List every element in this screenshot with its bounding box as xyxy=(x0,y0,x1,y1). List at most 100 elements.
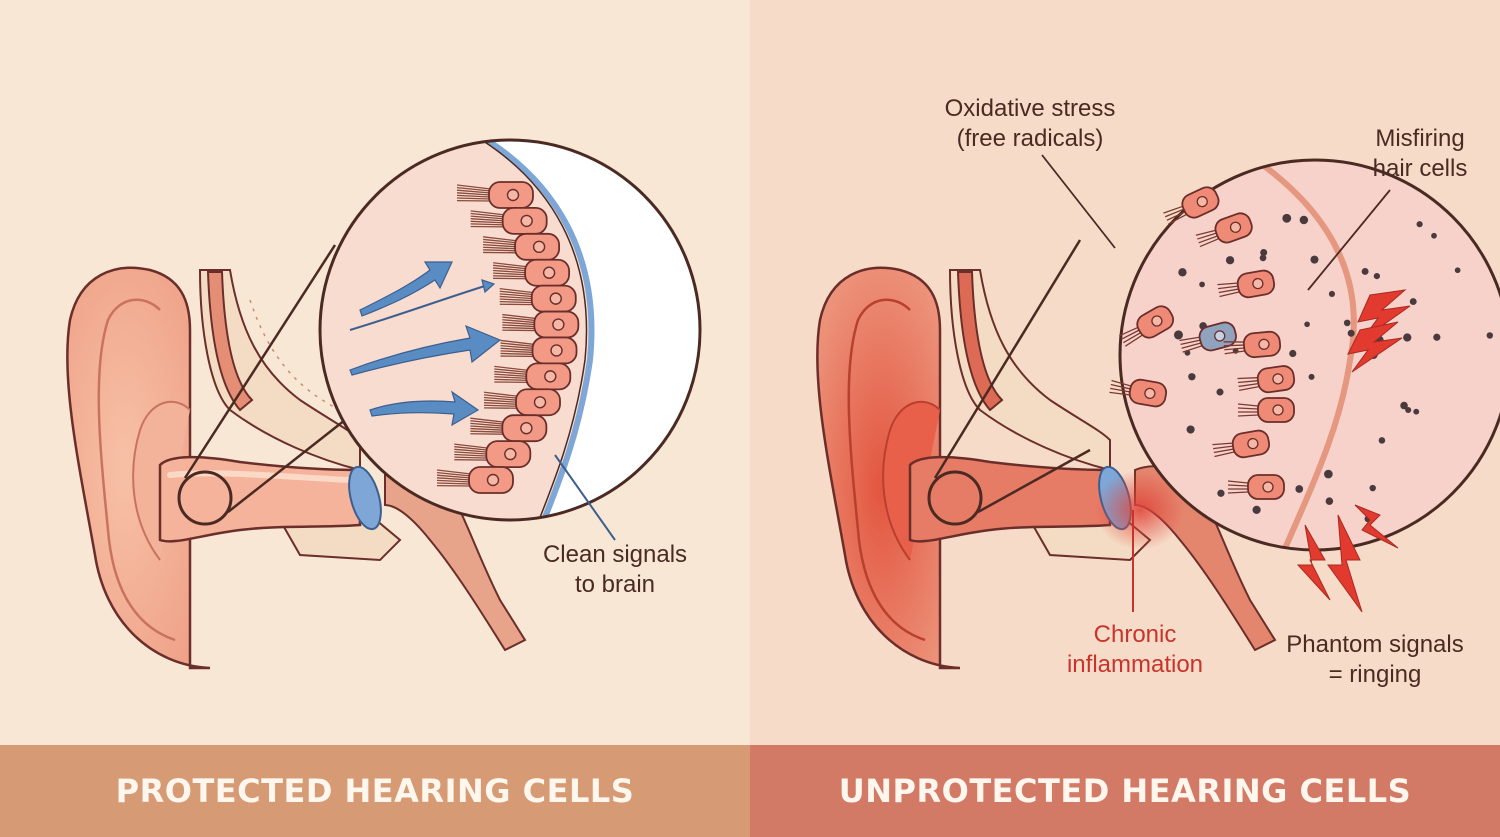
free-radical-dot xyxy=(1369,484,1376,492)
hair-cell-damaged xyxy=(1217,269,1276,299)
clean-signals-line1: Clean signals xyxy=(542,541,688,568)
free-radical-dot xyxy=(1259,254,1267,262)
free-radical-dot xyxy=(1310,255,1319,264)
free-radical-dot xyxy=(1403,333,1412,342)
hair-cell-damaged xyxy=(1237,397,1295,423)
inflammation-line2: inflammation xyxy=(1066,651,1204,678)
phantom-signal-bolts xyxy=(1296,289,1411,613)
unprotected-panel: Oxidative stress (free radicals) Misfiri… xyxy=(750,0,1500,837)
free-radical-dot xyxy=(1454,267,1461,274)
signals-leader-line xyxy=(554,454,616,541)
free-radical-dot xyxy=(1199,281,1205,288)
misfiring-label: Misfiring hair cells xyxy=(1350,124,1490,184)
magnified-cochlea-damaged xyxy=(1118,158,1500,552)
clean-signals-label: Clean signals to brain xyxy=(530,540,700,600)
free-radical-dot xyxy=(1347,329,1355,337)
free-radical-dot xyxy=(1486,332,1494,339)
oxidative-leader-line xyxy=(1041,154,1116,249)
hair-cell xyxy=(493,258,571,287)
hair-cell xyxy=(502,310,580,339)
eardrum xyxy=(348,465,382,531)
free-radical-dot xyxy=(1225,256,1235,265)
cartilage xyxy=(206,271,254,412)
free-radical-dot xyxy=(1282,213,1292,223)
hair-cell-damaged xyxy=(1179,321,1237,353)
free-radical-dot xyxy=(1304,321,1310,328)
hair-cell-damaged xyxy=(1237,365,1296,394)
oxidative-stress-label: Oxidative stress (free radicals) xyxy=(930,94,1130,154)
free-radical-dot xyxy=(1252,505,1261,514)
oxidative-line2: (free radicals) xyxy=(956,125,1104,152)
protected-panel: Clean signals to brain PROTECTED HEARING… xyxy=(0,0,750,837)
free-radical-dot xyxy=(1431,232,1437,239)
hair-cell xyxy=(483,232,560,261)
phantom-signals-label: Phantom signals = ringing xyxy=(1270,630,1480,690)
free-radical-dot xyxy=(1416,221,1423,228)
hair-cell xyxy=(456,181,534,209)
hair-cell xyxy=(454,440,532,468)
free-radical-dot xyxy=(1217,489,1225,497)
free-radical-dots xyxy=(1148,213,1494,523)
hair-cell xyxy=(436,466,514,494)
cartilage-inflamed xyxy=(956,271,1004,412)
free-radical-dot xyxy=(1361,268,1369,275)
inflammation-line1: Chronic xyxy=(1093,621,1177,648)
free-radical-dot xyxy=(1400,401,1408,410)
hair-cells-damaged xyxy=(1109,186,1296,500)
hair-cell-damaged xyxy=(1227,474,1285,500)
free-radical-dot xyxy=(1433,333,1441,341)
free-radical-dot xyxy=(1260,248,1268,256)
zoom-line-bottom-right xyxy=(977,448,1091,514)
damaged-ear-illustration xyxy=(816,154,1500,670)
free-radical-dot xyxy=(1173,330,1183,340)
free-radical-dot xyxy=(1299,215,1309,225)
unprotected-title: UNPROTECTED HEARING CELLS xyxy=(838,772,1412,810)
unprotected-title-banner: UNPROTECTED HEARING CELLS xyxy=(750,745,1500,837)
free-radical-dot xyxy=(1216,388,1224,396)
hair-cell xyxy=(470,414,548,443)
free-radical-dot xyxy=(1413,408,1420,415)
zoom-origin-circle-right xyxy=(927,470,983,526)
zoom-origin-circle xyxy=(177,470,233,526)
clean-signals-line2: to brain xyxy=(574,571,656,598)
hair-cell-damaged xyxy=(1223,330,1282,359)
misfiring-line1: Misfiring xyxy=(1375,125,1465,152)
hair-cell-damaged xyxy=(1119,305,1175,347)
hair-cell-damaged xyxy=(1109,378,1168,408)
free-radical-dot xyxy=(1295,485,1304,493)
free-radical-dot xyxy=(1308,373,1315,380)
protected-title: PROTECTED HEARING CELLS xyxy=(115,772,635,810)
free-radical-dot xyxy=(1178,268,1187,277)
healthy-ear-illustration xyxy=(66,138,702,670)
phantom-line2: = ringing xyxy=(1328,661,1422,688)
misfiring-line2: hair cells xyxy=(1372,155,1468,182)
hair-cell xyxy=(470,207,548,235)
misfiring-leader-line xyxy=(1307,189,1391,291)
free-radical-dot xyxy=(1405,406,1412,414)
signal-arrows xyxy=(349,261,502,427)
free-radical-dot xyxy=(1409,298,1417,306)
hair-cells-healthy xyxy=(436,181,580,494)
free-radical-dot xyxy=(1378,437,1386,444)
free-radical-dot xyxy=(1373,272,1380,280)
free-radical-dot xyxy=(1324,469,1333,479)
free-radical-dot xyxy=(1328,290,1336,298)
oxidative-line1: Oxidative stress xyxy=(944,95,1116,122)
free-radical-dot xyxy=(1186,425,1195,434)
free-radical-dot xyxy=(1289,349,1297,358)
free-radical-dot xyxy=(1325,497,1334,505)
protected-title-banner: PROTECTED HEARING CELLS xyxy=(0,745,750,837)
phantom-line1: Phantom signals xyxy=(1286,631,1464,658)
hair-cell xyxy=(494,362,572,391)
inflammation-label: Chronic inflammation xyxy=(1050,620,1220,680)
free-radical-dot xyxy=(1188,373,1196,381)
hair-cell-damaged xyxy=(1163,186,1220,225)
inflammation-glow xyxy=(1095,470,1185,550)
zoom-line-top xyxy=(183,244,337,479)
hair-cell-damaged xyxy=(1212,429,1271,459)
hair-cell-damaged xyxy=(1195,212,1253,248)
zoom-line-top-right xyxy=(933,239,1082,479)
zoom-line-bottom xyxy=(227,419,346,513)
free-radical-dot xyxy=(1343,319,1351,327)
